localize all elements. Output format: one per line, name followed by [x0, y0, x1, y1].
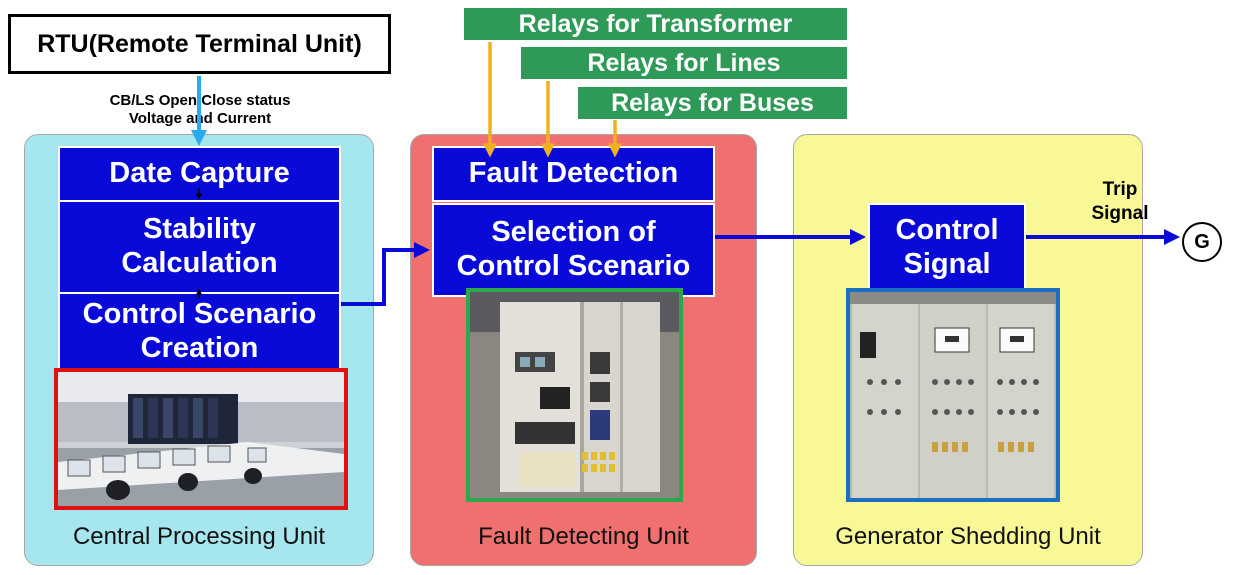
relay-panel-image [470, 292, 679, 498]
stability-calculation-block: Stability Calculation [58, 200, 341, 294]
trip-signal-line1: Trip [1102, 179, 1138, 200]
rtu-box: RTU(Remote Terminal Unit) [8, 14, 391, 74]
relay-tag-lines: Relays for Lines [521, 47, 847, 79]
relay-tag-buses: Relays for Buses [578, 87, 847, 119]
control-signal-block: Control Signal [868, 203, 1026, 293]
relay-buses-label: Relays for Buses [611, 88, 814, 117]
fault-detection-label: Fault Detection [468, 157, 679, 190]
control-room-image [58, 372, 344, 506]
selection-line1: Selection of [491, 216, 656, 249]
fault-detecting-unit-label: Fault Detecting Unit [478, 523, 689, 550]
rtu-label: RTU(Remote Terminal Unit) [37, 29, 362, 58]
selection-control-scenario-block: Selection of Control Scenario [432, 203, 715, 297]
fault-detection-block: Fault Detection [432, 146, 715, 202]
relay-transformer-label: Relays for Transformer [518, 9, 793, 38]
relay-panel-photo [466, 288, 683, 502]
stability-line2: Calculation [121, 247, 278, 279]
control-signal-line1: Control [895, 214, 999, 247]
selection-line2: Control Scenario [456, 250, 691, 282]
scenario-line2: Creation [140, 332, 259, 364]
shedding-cabinet-image [850, 292, 1056, 498]
generator-circle: G [1182, 222, 1222, 262]
scenario-line1: Control Scenario [82, 298, 317, 331]
relay-tag-transformer: Relays for Transformer [464, 8, 847, 40]
trip-signal-line2: Signal [1091, 202, 1149, 224]
cpu-to-fdu-arrow [341, 242, 430, 306]
relay-lines-label: Relays for Lines [587, 48, 781, 77]
control-room-photo [54, 368, 348, 510]
shedding-cabinet-photo [846, 288, 1060, 502]
central-processing-unit-label: Central Processing Unit [72, 523, 326, 550]
generator-label: G [1194, 230, 1210, 253]
control-scenario-creation-block: Control Scenario Creation [58, 292, 341, 372]
trip-signal-label: Trip Signal [1080, 178, 1160, 226]
control-signal-line2: Signal [903, 248, 991, 280]
generator-shedding-unit-label: Generator Shedding Unit [835, 523, 1101, 550]
date-capture-label: Date Capture [109, 157, 290, 190]
stability-line1: Stability [143, 213, 256, 246]
